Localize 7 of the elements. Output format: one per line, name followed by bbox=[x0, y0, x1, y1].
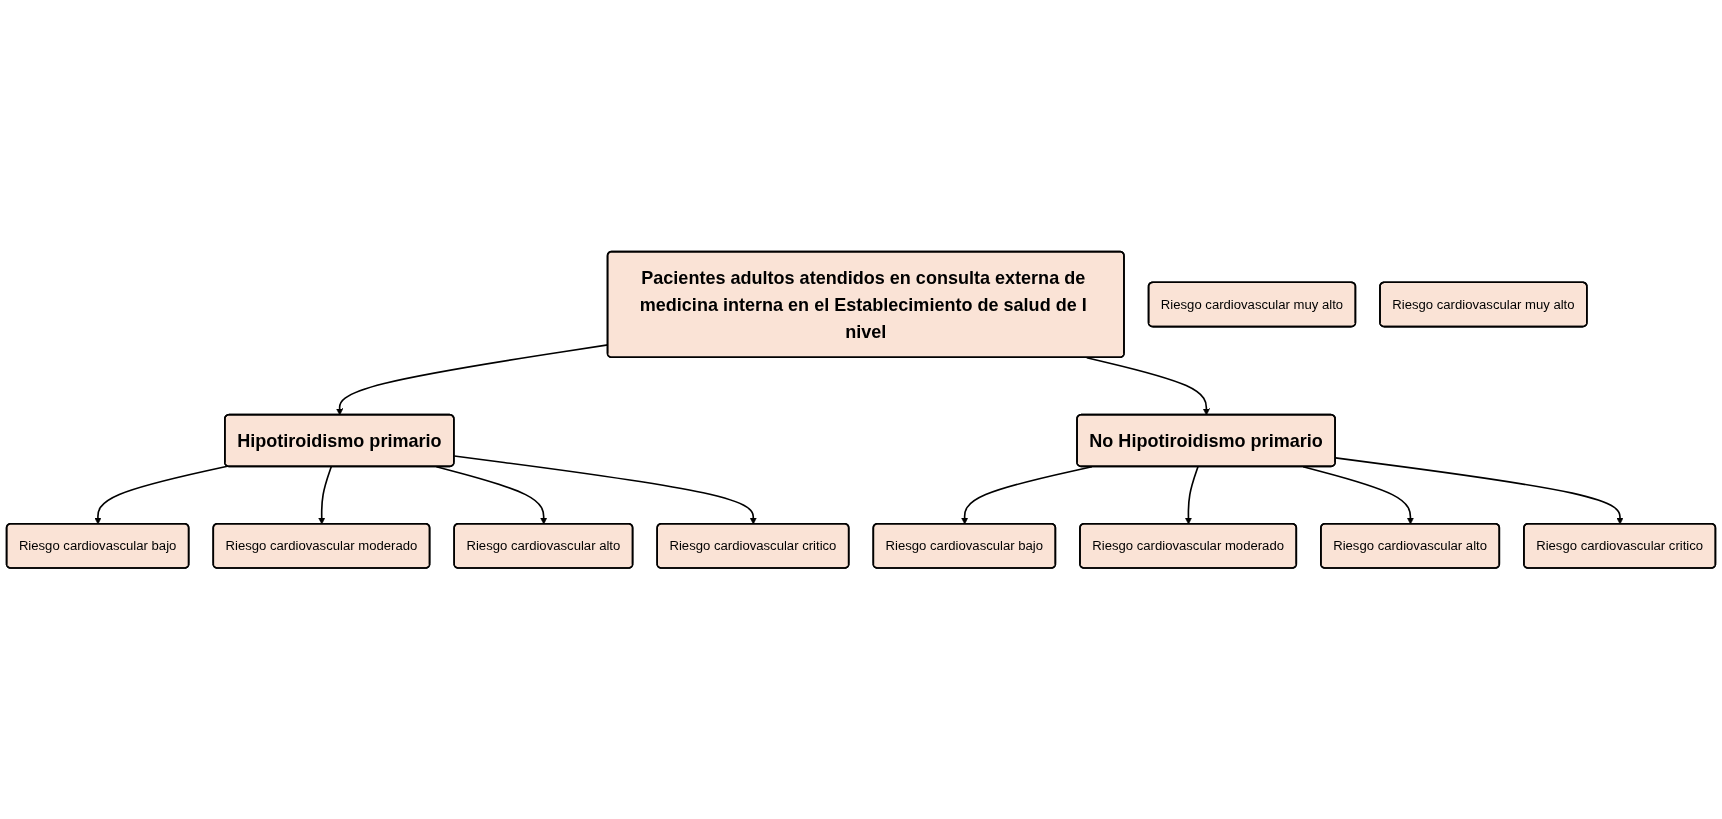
arrow bbox=[435, 465, 548, 525]
arrow bbox=[1184, 465, 1199, 525]
arrow bbox=[453, 454, 757, 525]
arrow bbox=[318, 465, 333, 525]
arrow bbox=[94, 465, 229, 525]
arrow bbox=[1302, 465, 1414, 525]
arrow bbox=[961, 465, 1093, 525]
